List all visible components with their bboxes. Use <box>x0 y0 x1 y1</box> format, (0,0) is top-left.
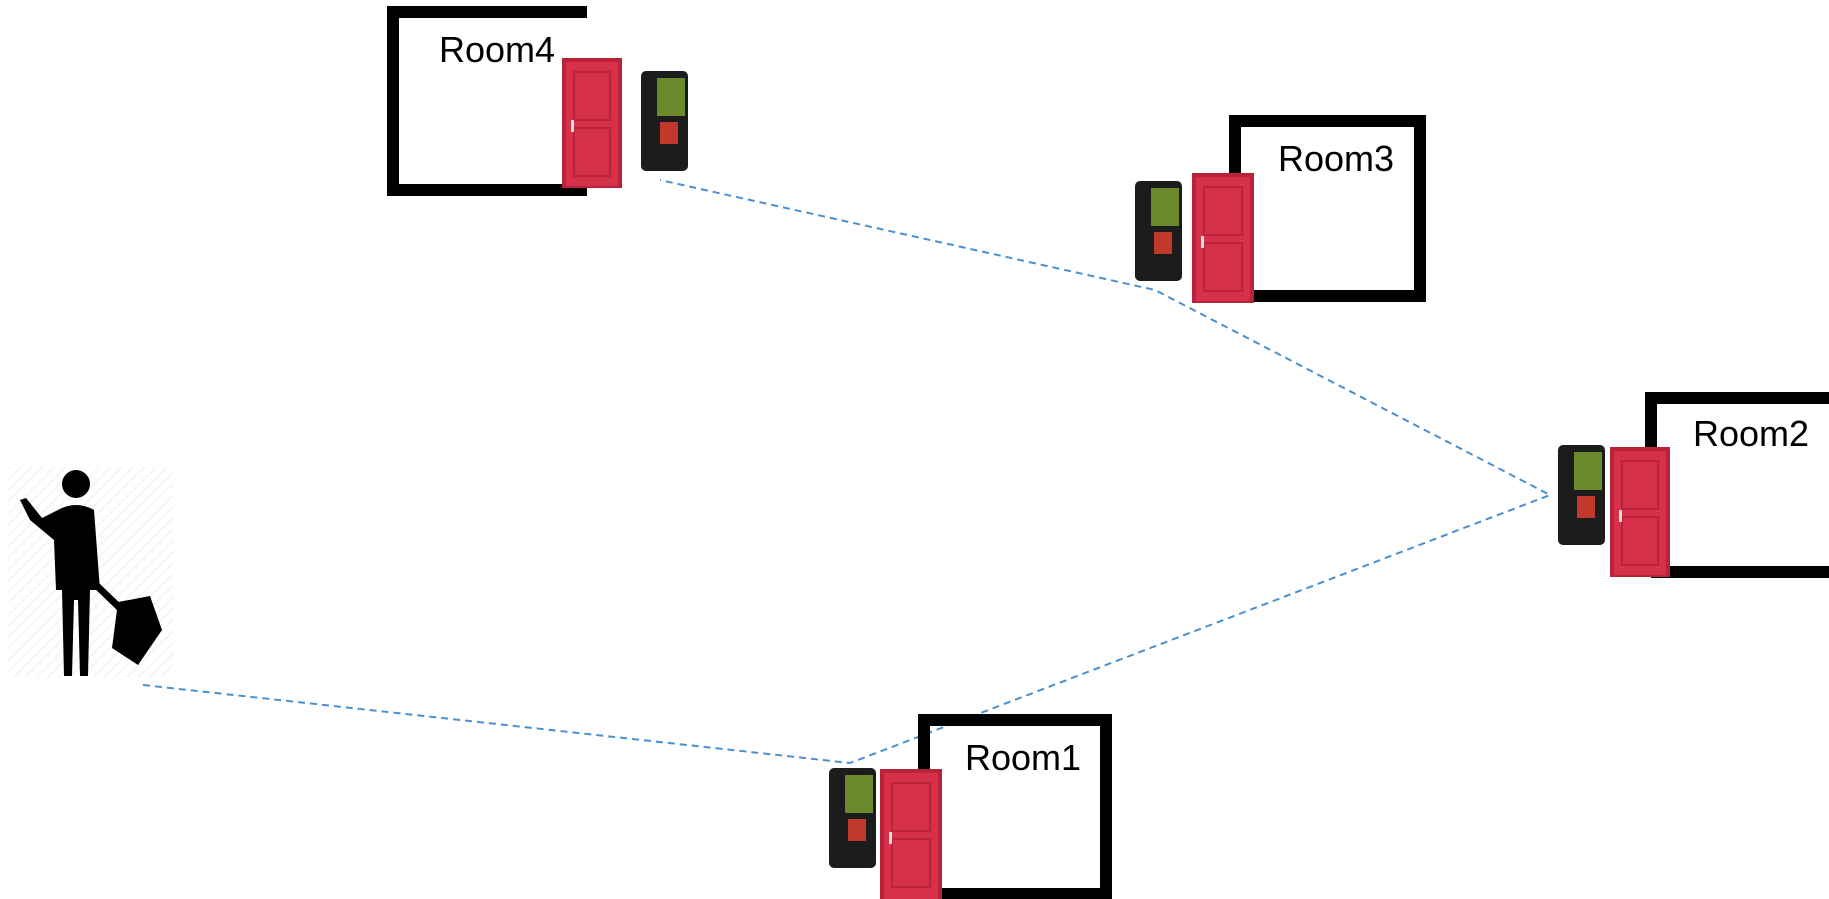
room4 <box>387 6 587 196</box>
room1-reader-icon <box>829 768 876 868</box>
room2-label: Room2 <box>1693 413 1810 454</box>
room2 <box>1645 392 1829 578</box>
room3-label: Room3 <box>1278 138 1395 179</box>
room1-label: Room1 <box>965 737 1082 778</box>
room2-door-icon <box>1610 447 1670 577</box>
room1-door-icon <box>880 769 942 899</box>
walking-path <box>142 179 1553 765</box>
room3-reader-icon <box>1135 181 1182 281</box>
room3-door-icon <box>1192 173 1254 303</box>
room3 <box>1229 115 1426 302</box>
room1 <box>918 714 1112 899</box>
person-with-bag-icon <box>8 467 173 677</box>
room4-label: Room4 <box>439 29 556 70</box>
room2-reader-icon <box>1558 445 1605 545</box>
room4-reader-icon <box>641 71 688 171</box>
room4-door-icon <box>562 58 622 188</box>
